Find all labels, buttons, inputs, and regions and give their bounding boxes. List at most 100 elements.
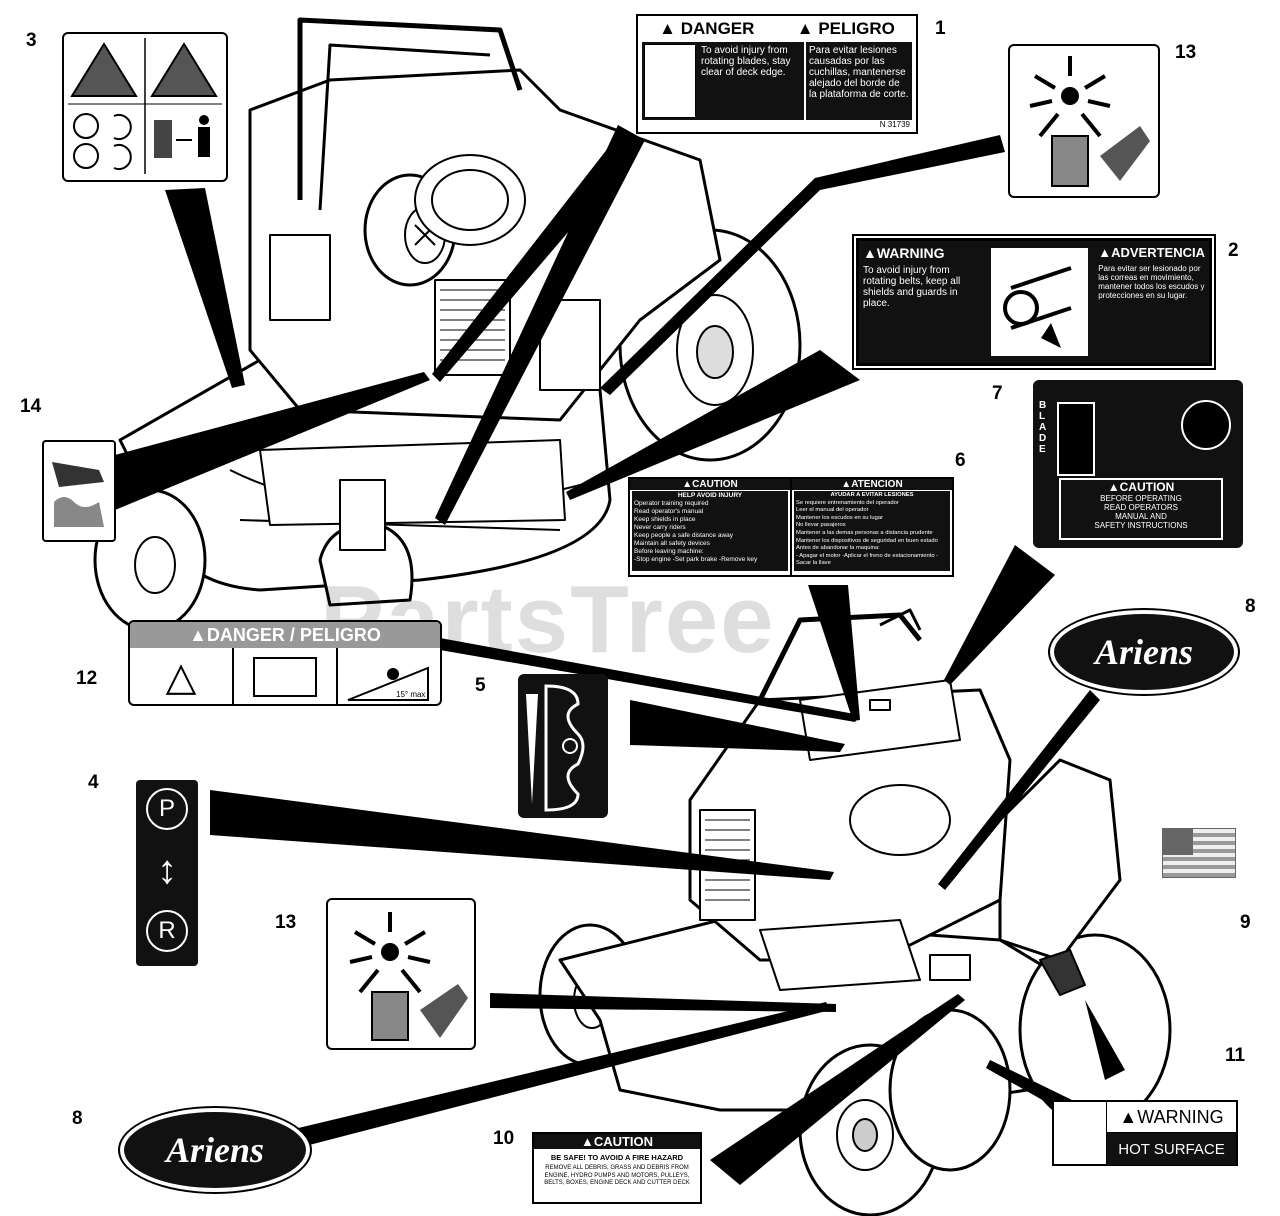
decal-1-pictogram [644,44,696,118]
decal-7-key-switch-icon [1181,400,1231,450]
leader-2 [566,350,860,500]
decal-7-line-4: SAFETY INSTRUCTIONS [1094,521,1188,530]
decal-6-es-item-4: No llevar pasajeros [796,522,846,529]
callout-4: 4 [88,772,99,793]
ariens-logo-text: Ariens [1094,632,1194,672]
warning-triangle-icon: ▲ [841,479,852,490]
callout-11: 11 [1225,1045,1246,1066]
park-icon: P [146,788,188,830]
leader-10 [710,994,965,1185]
leader-7 [944,545,1055,685]
decal-6-es-item-3: Mantener los escudos en su lugar [796,514,884,521]
bottom-mower [538,608,1172,1216]
callout-13-top: 13 [1175,42,1197,63]
bottom-mower-tank [998,758,1122,962]
decal-6-en-item-2: Read operator's manual [634,508,704,515]
warning-triangle-icon: ▲ [659,19,681,38]
decal-10-headline: BE SAFE! TO AVOID A FIRE HAZARD [550,1153,684,1162]
leader-1b [432,130,640,382]
leader-13-bottom [490,993,836,1012]
flag-canton [1163,829,1193,855]
callout-2: 2 [1228,240,1239,261]
warning-triangle-icon: ▲ [863,245,877,261]
callout-7: 7 [992,383,1003,404]
decal-2-belt-pictogram [988,245,1092,359]
decal-8-right: Ariens [1048,608,1240,696]
decal-6-es-item-5: Mantener a las demas personas a distanci… [796,529,933,536]
decal-11: ▲ WARNING HOT SURFACE [1052,1100,1238,1166]
callout-12: 12 [76,668,98,689]
decal-6-en-subtitle: HELP AVOID INJURY [677,492,743,499]
warning-triangle-icon: △ [165,655,197,699]
decal-6-en-item-3: Keep shields in place [634,516,696,523]
decal-6-en-item-7: Before leaving machine: [634,548,704,555]
decal-1-danger-title: ▲ DANGER [659,19,755,38]
callout-3: 3 [26,30,37,51]
slope-max-label: 15° max [396,690,426,699]
decal-2-warning-title: ▲WARNING [863,245,945,261]
warning-triangle-icon: ▲ [1119,1106,1138,1127]
decal-6-caution-title: ▲CAUTION [630,479,790,490]
decal-6-en-last: -Stop engine -Set park brake -Remove key [634,556,758,563]
leader-12 [440,638,860,722]
decal-9 [1162,828,1236,878]
leader-1a [435,125,645,525]
leader-8-left [290,1002,830,1150]
decal-7-line-1: BEFORE OPERATING [1100,494,1182,503]
leader-6 [808,585,860,721]
warning-triangle-icon: ▲ [1107,480,1120,494]
decal-1-peligro-title: ▲ PELIGRO [796,19,895,38]
slope-icon [347,666,429,701]
decal-2-es-text: Para evitar ser lesionado por las correa… [1098,264,1205,300]
decal-13-top [1008,44,1160,198]
callout-5: 5 [475,675,486,696]
ariens-logo-text: Ariens [165,1130,265,1170]
warning-triangle-icon: ▲ [189,624,207,645]
decal-6-es-item-6: Mantener los dispositivos de seguridad e… [796,537,938,544]
decal-10-caution-title: ▲CAUTION [534,1134,700,1149]
leader-14 [115,372,430,510]
decal-6-en-item-1: Operator training required [634,500,709,507]
leader-11b [1085,1000,1125,1080]
decal-1-part-number: N 31739 [879,120,910,129]
arrow-up-down-icon: ↕ [157,848,177,892]
decal-4: P ↕ R [136,780,198,966]
hand-hazard-pictogram [1029,56,1150,187]
callout-6: 6 [955,450,966,471]
decal-2-en-text: To avoid injury from rotating belts, kee… [863,265,961,309]
leader-11 [986,1060,1072,1110]
leader-5 [630,700,845,752]
decal-5 [518,674,608,818]
decal-7-line-3: MANUAL AND [1115,512,1167,521]
leader-lines [115,125,1125,1185]
top-mower [93,17,802,632]
decal-10: ▲CAUTION BE SAFE! TO AVOID A FIRE HAZARD… [532,1132,702,1204]
decal-1-en-text: To avoid injury from rotating blades, st… [701,45,791,78]
manual-book-icon [253,657,317,697]
decal-1: ▲ DANGER ▲ PELIGRO To avoid injury from … [636,14,918,134]
decal-11-hot-surface: HOT SURFACE [1107,1133,1236,1165]
hand-hazard-pictogram [349,912,468,1041]
decal-7-blade-switch [1057,402,1095,476]
warning-triangle-icon: ▲ [1098,245,1112,260]
decal-10-text: REMOVE ALL DEBRIS, GRASS AND DEBRIS FROM… [544,1165,690,1186]
callout-10: 10 [493,1128,515,1149]
decal-8-left: Ariens [118,1106,312,1194]
hand-hot-pictogram [52,462,104,527]
callout-14: 14 [20,396,42,417]
warning-triangle-icon: ▲ [580,1134,594,1149]
top-mower-handle [297,17,523,200]
decal-6-es-last: - Apagar el motor -Aplicar el freno de e… [796,552,939,567]
decal-11-warning-title: ▲ WARNING [1107,1102,1236,1133]
decal-3 [62,32,228,182]
decal-2-advertencia-title: ▲ADVERTENCIA [1098,245,1205,260]
decal-6-es-item-7: Antes de abandonar la maquina: [796,545,880,552]
leader-8-right [938,690,1100,890]
decal-11-hand-icon [1054,1102,1107,1164]
warning-triangle-icon: ▲ [796,19,819,38]
decal-13-bottom [326,898,476,1050]
leader-3 [165,188,245,388]
callout-13-bottom: 13 [275,912,297,933]
